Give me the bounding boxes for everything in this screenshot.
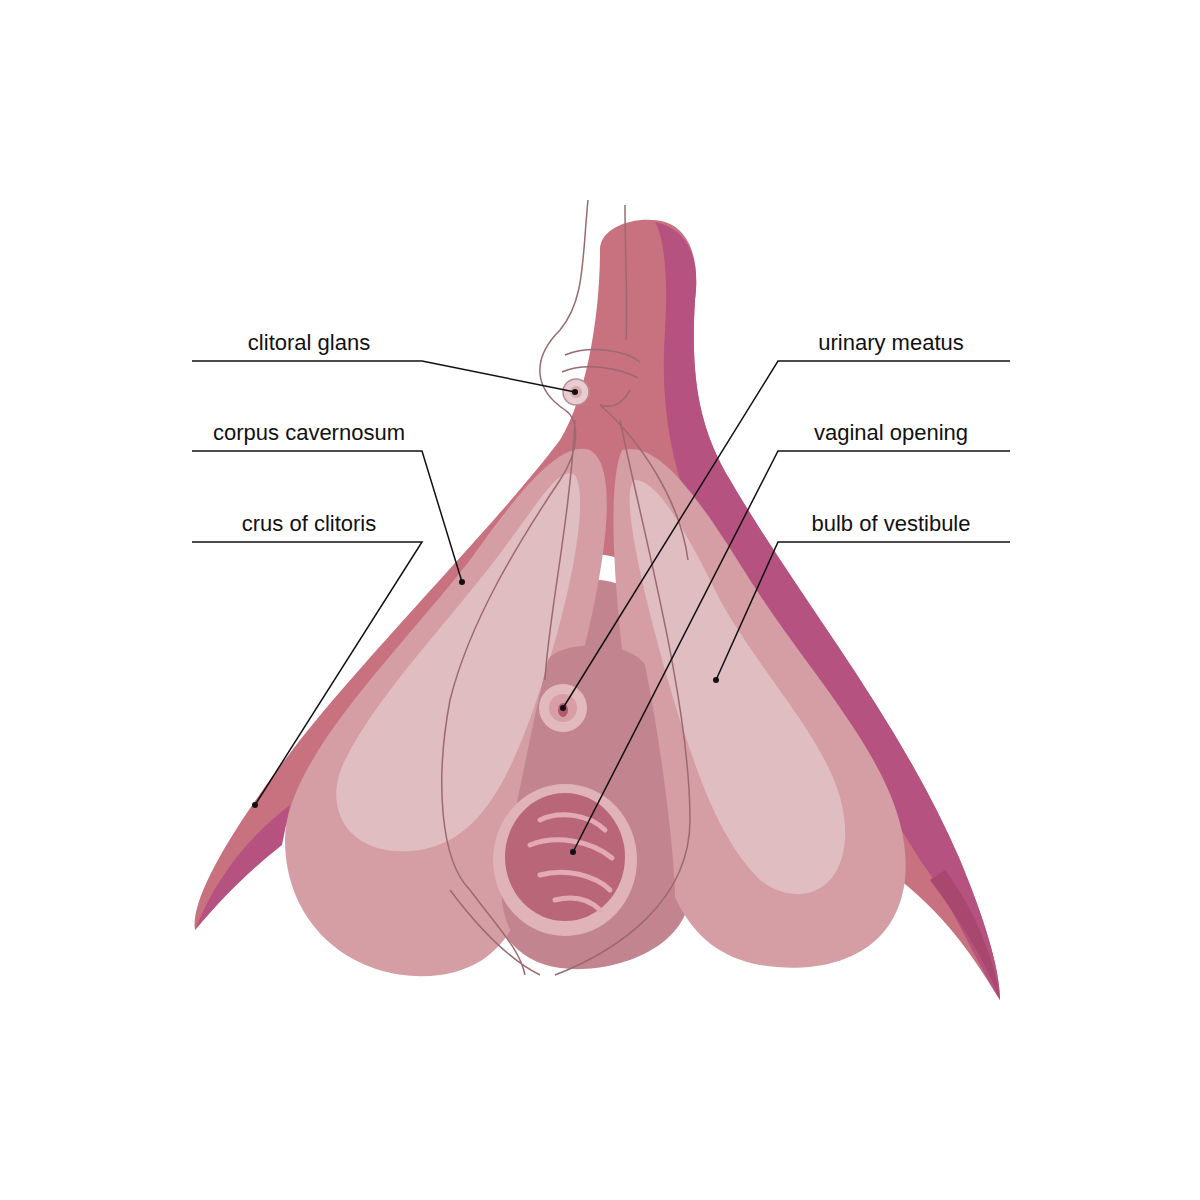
vaginal-opening bbox=[493, 784, 637, 936]
leader-dot bbox=[560, 705, 566, 711]
leader-dot bbox=[713, 677, 719, 683]
part-label: corpus cavernosum bbox=[213, 420, 405, 446]
leader-dot bbox=[570, 849, 576, 855]
leader-dot bbox=[252, 802, 258, 808]
tissue-outline bbox=[442, 200, 690, 975]
leader-line bbox=[573, 451, 1010, 852]
crus-tip-shade bbox=[930, 870, 1000, 1000]
leader-line bbox=[192, 451, 462, 582]
leader-dot bbox=[572, 389, 578, 395]
leader-lines bbox=[192, 361, 1010, 852]
crus-tip-shade bbox=[195, 805, 290, 930]
part-label: crus of clitoris bbox=[242, 511, 376, 537]
urinary-meatus bbox=[539, 684, 587, 732]
clitoral-hood bbox=[562, 350, 640, 407]
urinary-meatus bbox=[558, 703, 568, 717]
leader-line bbox=[563, 361, 1010, 708]
part-label: urinary meatus bbox=[818, 330, 964, 356]
leader-line bbox=[192, 361, 575, 392]
urinary-meatus bbox=[549, 694, 577, 722]
leader-line bbox=[716, 542, 1010, 680]
clitoral-glans bbox=[563, 379, 589, 405]
leader-dots bbox=[252, 389, 719, 855]
vaginal-opening bbox=[505, 793, 625, 921]
leader-line bbox=[192, 542, 422, 805]
leader-dot bbox=[459, 579, 465, 585]
part-label: vaginal opening bbox=[814, 420, 968, 446]
part-label: bulb of vestibule bbox=[812, 511, 971, 537]
vaginal-rugae bbox=[530, 815, 612, 910]
clitoral-body bbox=[195, 220, 1000, 1000]
part-label: clitoral glans bbox=[248, 330, 370, 356]
